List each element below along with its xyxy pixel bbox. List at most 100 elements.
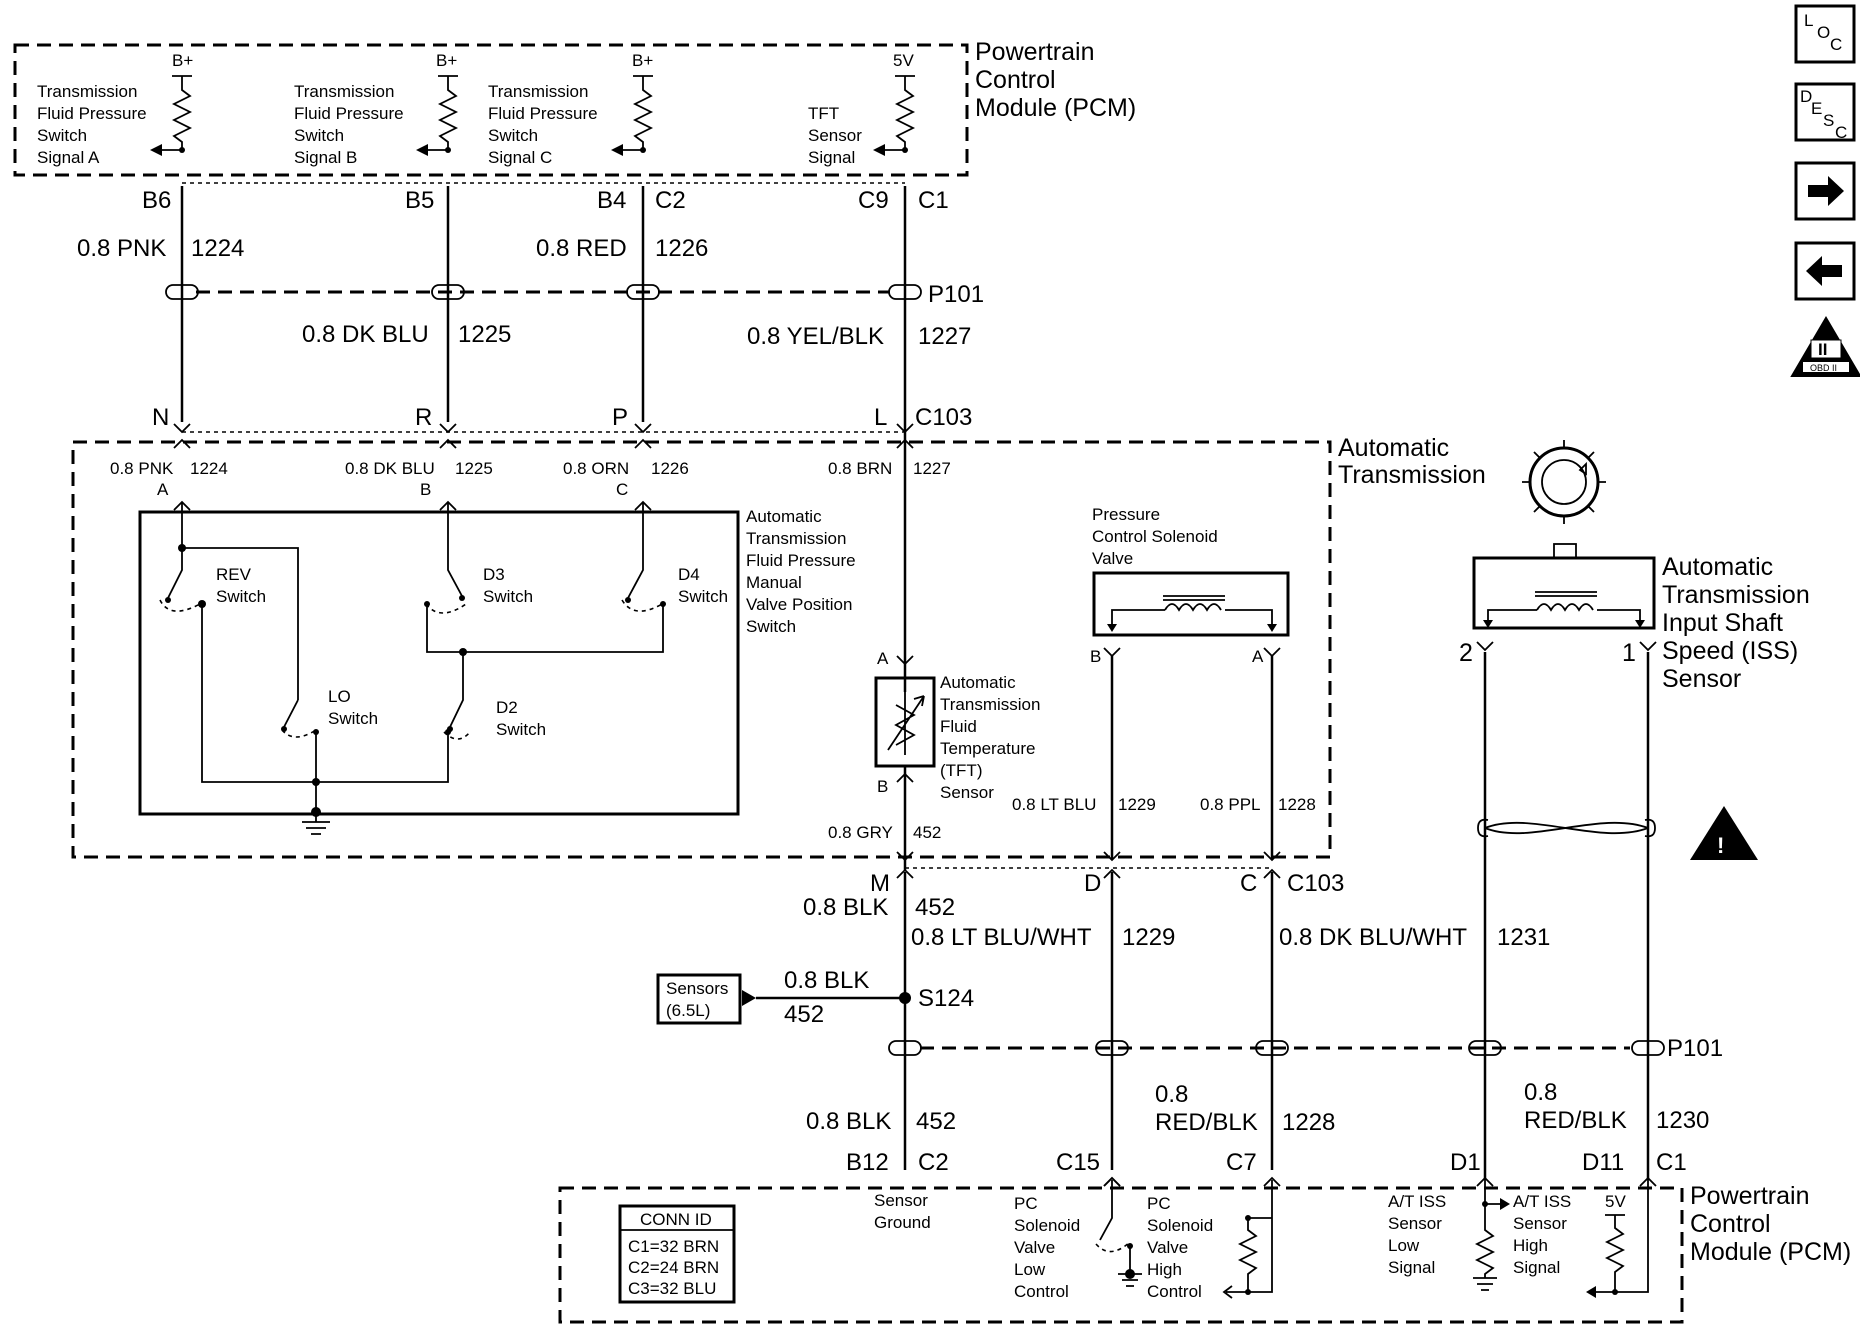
svg-text:Automatic: Automatic [940,673,1016,692]
svg-text:Temperature: Temperature [940,739,1035,758]
svg-text:D1: D1 [1450,1149,1481,1176]
warning-icon: ! [1690,806,1758,860]
svg-text:Low: Low [1014,1260,1046,1279]
sig-c-l2: Fluid Pressure [488,104,598,123]
svg-text:1228: 1228 [1278,795,1316,814]
in-1226-num: 1226 [651,459,689,478]
in-1227-color: 0.8 BRN [828,459,892,478]
wire-1227-color: 0.8 YEL/BLK [747,323,884,350]
pcm-bottom: Powertrain Control Module (PCM) CONN ID … [558,1176,1851,1324]
trans-title-1: Automatic [1338,434,1449,462]
bot-1230-color-2: RED/BLK [1524,1107,1627,1134]
d3-switch-2: Switch [483,587,533,606]
supply-tft: 5V [893,51,914,70]
desc-button[interactable]: D E S C [1794,82,1856,142]
tft-sig-l3: Signal [808,148,855,167]
prev-arrow-icon[interactable] [1794,241,1856,301]
svg-text:PC: PC [1014,1194,1038,1213]
svg-text:A/T ISS: A/T ISS [1388,1192,1446,1211]
svg-text:Pressure: Pressure [1092,505,1160,524]
c103-pin-p: P [612,404,628,431]
svg-text:C: C [1835,123,1847,142]
svg-text:Control: Control [1690,1210,1771,1238]
tft-sig-l1: TFT [808,104,839,123]
bot-1230-num: 1230 [1656,1107,1709,1134]
svg-text:High: High [1513,1236,1548,1255]
d4-switch-1: D4 [678,565,700,584]
svg-text:OBD II: OBD II [1810,363,1837,373]
c103-pin-n: N [152,404,169,431]
svg-text:Input Shaft: Input Shaft [1662,609,1783,637]
svg-text:Automatic: Automatic [746,507,822,526]
c103-pin-m: M [870,870,890,897]
svg-text:C: C [1830,35,1842,54]
sensor-ground-1: Sensor [874,1191,928,1210]
in-1226-color: 0.8 ORN [563,459,629,478]
sig-b-l3: Switch [294,126,344,145]
svg-text:Control: Control [1147,1282,1202,1301]
svg-text:Valve: Valve [1092,549,1133,568]
svg-text:High: High [1147,1260,1182,1279]
svg-text:2: 2 [1459,639,1473,667]
svg-text:Control: Control [1014,1282,1069,1301]
p101-top: P101 [165,281,984,308]
w1231-num: 1231 [1497,924,1550,951]
supply-c: B+ [632,51,653,70]
svg-text:C2: C2 [918,1149,949,1176]
w1229-color: 0.8 LT BLU/WHT [911,924,1092,951]
svg-text:C7: C7 [1226,1149,1257,1176]
pcm-top-title-3: Module (PCM) [975,94,1136,122]
loc-button[interactable]: L O C [1794,4,1856,64]
in-pin-a: A [157,480,169,499]
d2-switch-2: Switch [496,720,546,739]
svg-text:PC: PC [1147,1194,1171,1213]
svg-text:D: D [1800,87,1812,106]
p101-bottom-label: P101 [1667,1035,1723,1062]
svg-text:Control Solenoid: Control Solenoid [1092,527,1218,546]
pcm-top-pins: B6 B5 B4 C2 C9 C1 0.8 PNK 1224 0.8 DK BL… [77,182,971,350]
svg-text:B: B [1090,647,1101,666]
svg-text:D11: D11 [1582,1149,1624,1176]
lo-switch-1: LO [328,687,351,706]
svg-text:Fluid: Fluid [940,717,977,736]
svg-text:1229: 1229 [1118,795,1156,814]
c103-top: N R P L C103 [152,404,972,449]
next-arrow-icon[interactable] [1794,161,1856,221]
svg-text:A: A [877,649,889,668]
in-pin-b: B [420,480,431,499]
wire-1225-num: 1225 [458,321,511,348]
sig-c-l4: Signal C [488,148,552,167]
svg-text:452: 452 [913,823,941,842]
svg-text:O: O [1817,23,1830,42]
svg-text:Switch: Switch [746,617,796,636]
pc-solenoid: Pressure Control Solenoid Valve B A 0.8 … [1012,505,1316,814]
svg-text:C2=24 BRN: C2=24 BRN [628,1258,719,1277]
svg-text:Sensor: Sensor [1513,1214,1567,1233]
svg-text:II: II [1818,340,1827,359]
bot-1228-color-1: 0.8 [1155,1081,1188,1108]
wire-1225-color: 0.8 DK BLU [302,321,429,348]
svg-text:C15: C15 [1056,1149,1100,1176]
tft-sig-l2: Sensor [808,126,862,145]
svg-text:C3=32 BLU: C3=32 BLU [628,1279,716,1298]
svg-text:Transmission: Transmission [1662,581,1810,609]
svg-text:S: S [1823,111,1834,130]
sig-a-l4: Signal A [37,148,100,167]
c103-pin-l: L [874,404,887,431]
in-pin-c: C [616,480,628,499]
obd-ii-icon[interactable]: II OBD II [1790,316,1860,377]
pcm-top: Powertrain Control Module (PCM) B+ B+ B+… [13,38,1136,177]
sig-c-l1: Transmission [488,82,588,101]
svg-text:0.8 LT BLU: 0.8 LT BLU [1012,795,1096,814]
svg-text:B12: B12 [846,1149,889,1176]
switch-assembly-label: Automatic Transmission Fluid Pressure Ma… [746,507,856,636]
svg-text:L: L [1804,11,1813,30]
iss-sensor: 2 1 Automatic Transmission Input Shaft S… [1459,440,1810,693]
w1231-color: 0.8 DK BLU/WHT [1279,924,1467,951]
svg-text:Solenoid: Solenoid [1014,1216,1080,1235]
supply-a: B+ [172,51,193,70]
bot-452-num: 452 [916,1108,956,1135]
svg-text:Powertrain: Powertrain [1690,1182,1810,1210]
gear-icon [1522,440,1606,524]
svg-text:452: 452 [784,1001,824,1028]
